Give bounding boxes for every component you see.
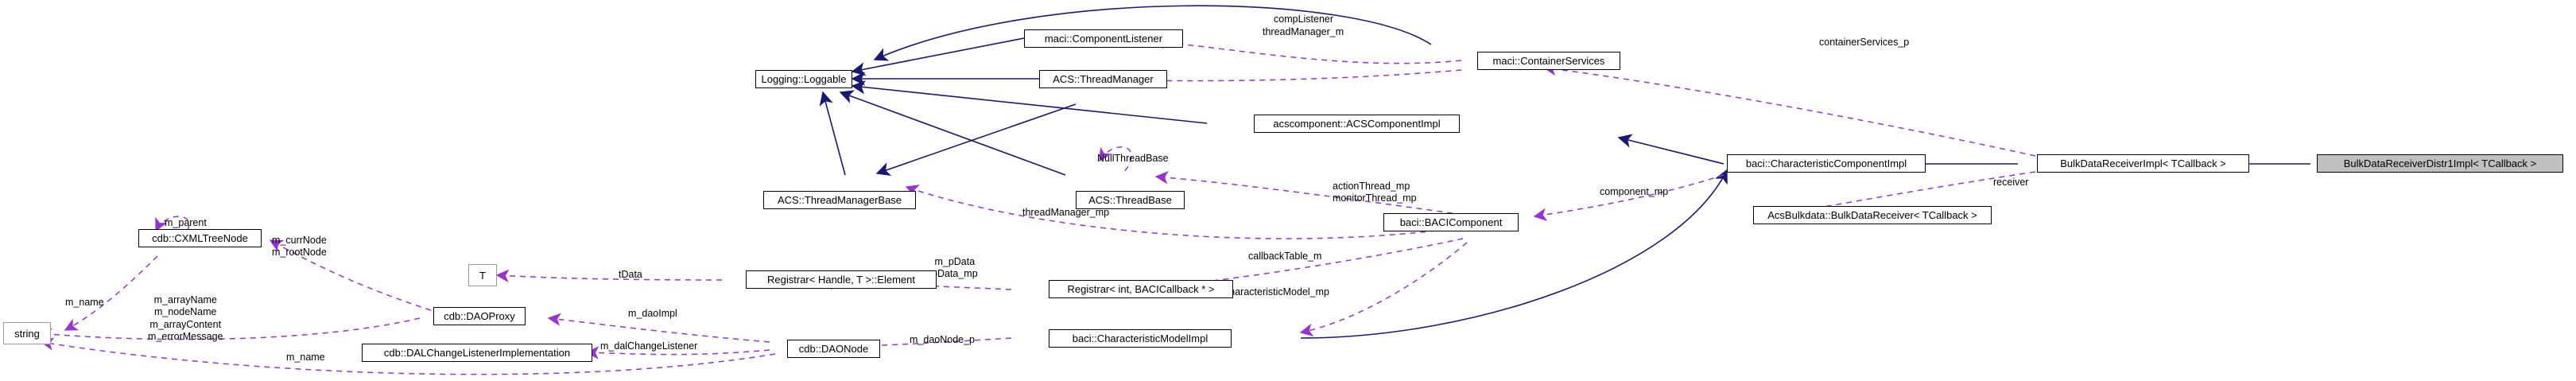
- edge-charmodelimpl-charcompimpl: [1300, 169, 1728, 339]
- edge-label-m-daoimpl: m_daoImpl: [628, 308, 677, 319]
- edge-use-actionthread-mp: [1154, 171, 1464, 216]
- node-bulkdatareceiverimpl[interactable]: BulkDataReceiverImpl< TCallback >: [2037, 154, 2249, 173]
- edge-label-m-dalchangelistener: m_dalChangeListener: [600, 340, 698, 352]
- node-cdb-dalchangelistenerimplementation[interactable]: cdb::DALChangeListenerImplementation: [362, 344, 592, 362]
- node-baci-bacicomponent[interactable]: baci::BACIComponent: [1383, 213, 1519, 231]
- edge-use-m-name-left: [64, 255, 158, 331]
- edge-label-threadmanager-mp: threadManager_mp: [1022, 207, 1110, 218]
- edge-use-m-name-bottom: [40, 337, 776, 375]
- node-maci-componentlistener[interactable]: maci::ComponentListener: [1024, 29, 1183, 48]
- node-cdb-daonode[interactable]: cdb::DAONode: [787, 340, 880, 358]
- edge-use-m-dalchangelistener: [585, 346, 770, 360]
- edge-label-callbacktable-m: callbackTable_m: [1248, 251, 1322, 262]
- inheritance-edges: [819, 5, 2310, 339]
- node-registrar-int-bacicallback[interactable]: Registrar< int, BACICallback * >: [1049, 280, 1233, 298]
- edge-containerservices-loggable: [873, 5, 1432, 61]
- node-logging-loggable[interactable]: Logging::Loggable: [755, 70, 852, 88]
- edge-threadmanager-threadmanagerbase: [875, 103, 1077, 177]
- node-string[interactable]: string: [3, 322, 51, 344]
- edge-componentlistener-loggable: [851, 37, 1025, 76]
- edge-charcompimpl-acscomponentimpl: [1617, 134, 1724, 165]
- edge-label-nullthreadbase: NullThreadBase: [1097, 153, 1169, 164]
- edge-acscomponentimpl-loggable: [851, 80, 1208, 124]
- edge-label-threadmanager-m: threadManager_m: [1263, 26, 1344, 37]
- node-baci-characteristicmodelimpl[interactable]: baci::CharacteristicModelImpl: [1049, 329, 1232, 348]
- node-maci-containerservices[interactable]: maci::ContainerServices: [1477, 52, 1620, 70]
- node-cdb-cxmltreenode[interactable]: cdb::CXMLTreeNode: [138, 229, 262, 247]
- node-generic-type-t[interactable]: T: [468, 264, 497, 286]
- edge-label-actionthread-mp: actionThread_mp monitorThread_mp: [1333, 181, 1417, 204]
- node-acs-threadmanager[interactable]: ACS::ThreadManager: [1039, 70, 1167, 88]
- node-baci-characteristiccomponentimpl[interactable]: baci::CharacteristicComponentImpl: [1727, 154, 1926, 173]
- edge-label-m-daonode-p: m_daoNode_p: [910, 334, 976, 345]
- edge-use-m-daoimpl: [547, 313, 770, 343]
- edge-label-m-name-bottom: m_name: [286, 352, 325, 363]
- edge-label-complistener: compListener: [1274, 14, 1334, 25]
- edge-label-tdata: tData: [619, 269, 642, 280]
- node-cdb-daoproxy[interactable]: cdb::DAOProxy: [433, 307, 526, 325]
- edge-use-component-mp: [1533, 174, 1724, 221]
- edge-label-m-parent: m_parent: [165, 217, 207, 228]
- edge-use-m-arrayname: [38, 317, 421, 341]
- node-acs-threadmanagerbase[interactable]: ACS::ThreadManagerBase: [763, 191, 916, 209]
- edge-label-containerservices-p: containerServices_p: [1819, 37, 1910, 48]
- edge-label-m-currnode: m_currNode m_rootNode: [272, 235, 327, 259]
- edge-use-containerservices-p: [1542, 62, 2036, 157]
- node-acscomponent-acscomponentimpl[interactable]: acscomponent::ACSComponentImpl: [1254, 115, 1460, 133]
- edge-label-characteristicmodel-mp: characteristicModel_mp: [1224, 286, 1329, 297]
- node-bulkdatareceiverdistr1impl[interactable]: BulkDataReceiverDistr1Impl< TCallback >: [2317, 154, 2563, 173]
- edge-use-callbacktable-m: [1127, 238, 1464, 295]
- node-acsbulkdata-bulkdatareceiver[interactable]: AcsBulkdata::BulkDataReceiver< TCallback…: [1753, 206, 1992, 224]
- node-registrar-handle-t-element[interactable]: Registrar< Handle, T >::Element: [746, 270, 937, 289]
- edge-threadbase-loggable: [839, 90, 1066, 176]
- edge-label-m-arrayname-group: m_arrayName m_nodeName m_arrayContent m_…: [148, 294, 223, 342]
- edge-use-threadmanager-mp: [905, 185, 1468, 239]
- edge-label-m-name-left: m_name: [65, 297, 104, 308]
- edge-use-threadmanager-m: [1139, 69, 1462, 87]
- edge-label-receiver: receiver: [1993, 177, 2029, 188]
- edge-label-m-pdata: m_pData pData_mp: [932, 256, 978, 280]
- edge-threadmanagerbase-loggable: [819, 91, 846, 176]
- node-acs-threadbase[interactable]: ACS::ThreadBase: [1076, 191, 1185, 209]
- edge-use-complistener: [1150, 35, 1462, 64]
- edge-use-tdata: [495, 269, 723, 283]
- edge-use-m-currnode: [269, 239, 432, 311]
- edge-label-component-mp: component_mp: [1600, 186, 1669, 197]
- edge-use-characteristicmodel-mp: [1299, 242, 1468, 337]
